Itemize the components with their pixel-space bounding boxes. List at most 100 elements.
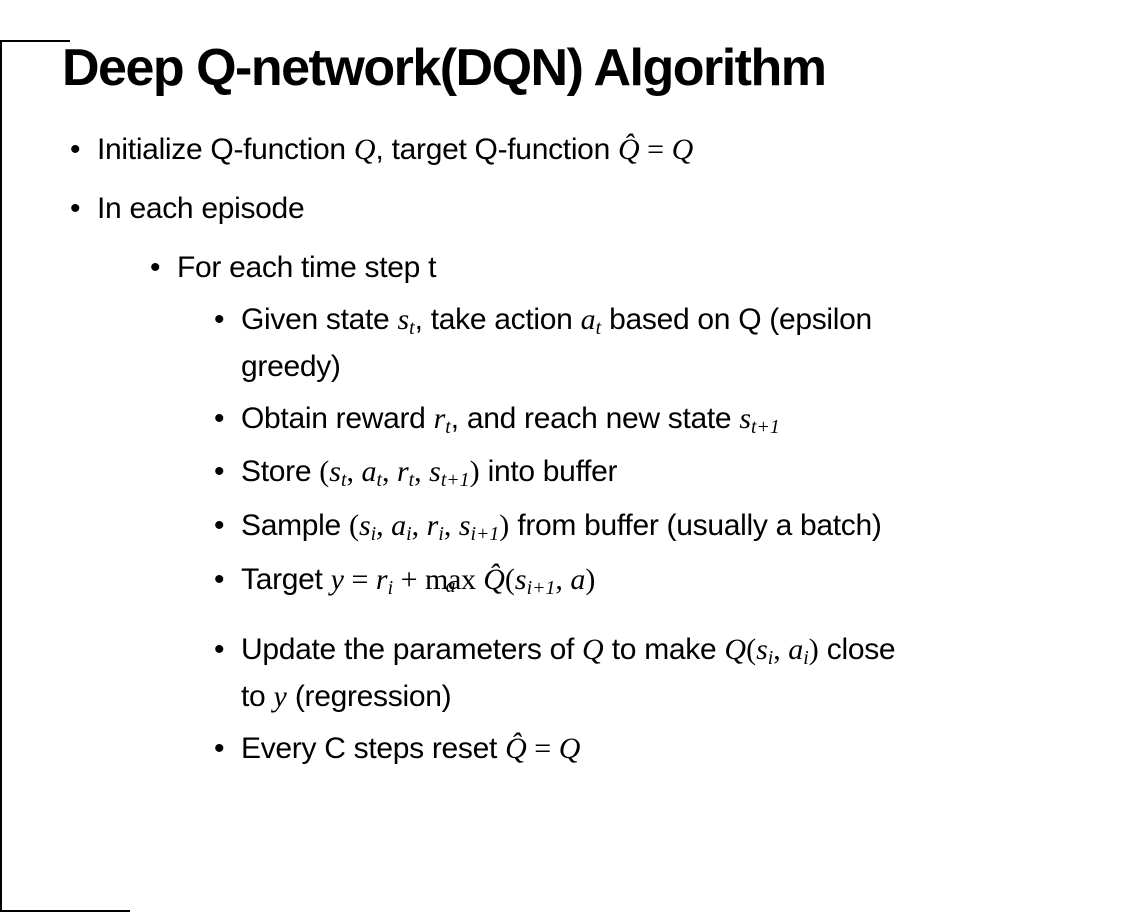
bullet-text: Sample (si, ai, ri, si+1) from buffer (u… [241,503,1124,550]
frame-left-border [0,40,2,912]
bullet-item: •Given state st, take action at based on… [0,297,1124,389]
bullet-marker: • [70,192,81,226]
text-segment: For each time step t [177,251,437,285]
math-subscript: t [595,317,602,340]
text-segment: Store [241,455,320,489]
math-segment: ) [585,562,596,596]
math-segment: r [375,562,388,596]
math-segment: ) [469,455,480,489]
math-segment: Q [671,133,694,167]
text-segment: into buffer [479,455,618,489]
math-segment: r [433,401,446,435]
text-segment: greedy) [241,349,341,383]
math-segment: Q [558,731,581,765]
math-segment: , [411,509,427,543]
bullet-text: Initialize Q-function Q, target Q-functi… [97,127,1124,172]
math-segment: a [391,509,407,543]
text-segment: Every C steps reset [241,731,506,765]
math-segment: a [361,455,377,489]
math-subscript: i [406,523,412,545]
math-segment: ) [499,509,510,543]
math-segment: , [376,509,392,543]
bullet-item: •Initialize Q-function Q, target Q-funct… [0,127,1124,172]
text-segment: (regression) [286,679,452,713]
math-segment: ( [504,562,515,596]
math-segment: s [397,303,410,337]
math-subscript: i [387,576,394,599]
math-subscript: t+1 [751,415,780,438]
text-segment: , target Q-function [375,133,618,167]
bullet-text: In each episode [97,186,1124,231]
text-segment: to [241,679,274,713]
math-subscript: t+1 [440,469,470,492]
frame-top-border [0,40,70,42]
math-segment: s [739,401,752,435]
math-segment: Q [353,133,376,167]
math-segment: = [343,562,376,596]
text-segment: Sample [241,509,349,543]
bullet-text: Obtain reward rt, and reach new state st… [241,396,1124,443]
math-segment: y [273,679,287,713]
bullet-item: • In each episode [0,186,1124,231]
math-segment: ( [348,509,359,543]
math-segment: y [330,562,344,596]
bullet-marker: • [70,133,81,167]
math-subscript: t [408,469,415,492]
bullet-text: Store (st, at, rt, st+1) into buffer [241,449,1124,496]
text-segment: to make [603,633,725,667]
page-title: Deep Q-network(DQN) Algorithm [62,39,827,97]
bullet-marker: • [214,633,225,667]
math-segment: Q̂ [617,133,640,167]
math-segment: a [788,633,804,667]
bullet-item: •Update the parameters of Q to make Q(si… [0,627,1124,719]
text-segment: Initialize Q-function [97,133,354,167]
math-segment: , [555,562,571,596]
bullet-item: • Store (st, at, rt, st+1) into buffer [0,449,1124,496]
math-segment: Q [582,633,604,667]
math-segment: Q [724,633,747,667]
math-subscript: i+1 [526,576,556,599]
bullet-marker: • [214,731,225,765]
bullet-marker: • [214,562,225,596]
math-segment: s [514,562,527,596]
math-segment: + [393,562,425,596]
bullet-item: • Obtain reward rt, and reach new state s… [0,396,1124,443]
math-segment: s [458,509,471,543]
bullet-marker: • [214,401,225,435]
math-segment: a [580,303,596,337]
math-segment: , [381,455,397,489]
math-segment: r [426,509,439,543]
math-segment: ( [746,633,757,667]
math-subscript: i [438,523,444,545]
math-subscript: i [803,647,809,670]
text-segment: , and reach new state [450,401,740,435]
math-segment: s [358,509,371,543]
max-word: max [424,562,476,596]
math-subscript: t [445,415,451,438]
text-segment: Obtain reward [241,401,434,435]
bullet-marker: • [214,303,225,337]
math-subscript: t [376,469,382,492]
max-under-variable: a [445,574,456,597]
bullet-marker: • [214,455,225,489]
math-segment: = [526,731,559,765]
math-segment: ) [808,633,819,667]
math-segment: s [329,455,341,489]
bullet-item: •For each time step t [0,245,1124,290]
bullet-text: For each time step t [177,245,1124,290]
math-segment: r [396,455,409,489]
math-segment: , [443,509,459,543]
math-segment: s [429,455,441,489]
math-segment: , [414,455,430,489]
math-segment: Q̂ [505,731,527,765]
math-subscript: t [409,317,415,340]
text-segment: In each episode [97,192,305,226]
math-subscript: t [340,469,347,492]
bullet-text: Every C steps reset Q̂ = Q [241,726,1124,771]
math-segment: a [570,562,586,596]
math-segment: = [639,133,672,167]
bullet-item: •Sample (si, ai, ri, si+1) from buffer (… [0,503,1124,550]
